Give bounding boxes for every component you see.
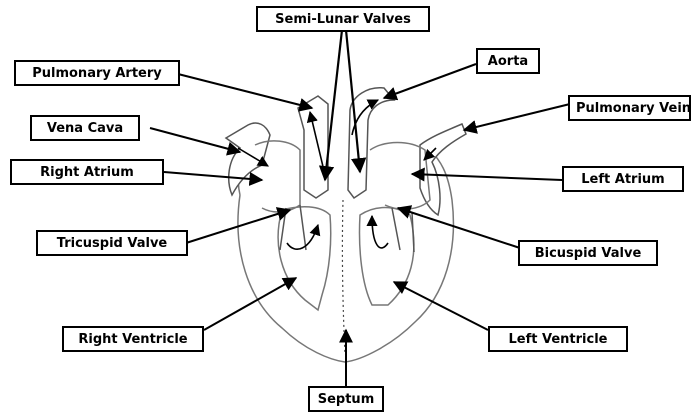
septum-line xyxy=(342,200,345,355)
leader-left-ventricle xyxy=(394,282,488,330)
label-bicuspid-valve: Bicuspid Valve xyxy=(518,240,658,266)
label-vena-cava: Vena Cava xyxy=(30,115,140,141)
bicuspid-valve-flaps xyxy=(392,208,414,252)
label-right-atrium: Right Atrium xyxy=(10,159,164,185)
right-ventricle-chamber xyxy=(278,207,331,310)
label-semi-lunar-valves: Semi-Lunar Valves xyxy=(256,6,430,32)
leader-vena-cava xyxy=(150,128,240,152)
vena-cava-vessel xyxy=(226,123,270,195)
label-aorta: Aorta xyxy=(476,48,540,74)
left-ventricle-chamber xyxy=(360,208,414,306)
label-right-ventricle: Right Ventricle xyxy=(62,326,204,352)
leader-pulmonary-artery xyxy=(178,74,312,108)
leader-bicuspid-valve xyxy=(398,208,520,248)
flow-arrow-bicuspid xyxy=(372,216,388,248)
leader-aorta xyxy=(384,64,476,98)
label-septum: Septum xyxy=(308,386,384,412)
label-tricuspid-valve: Tricuspid Valve xyxy=(36,230,188,256)
label-left-atrium: Left Atrium xyxy=(562,166,684,192)
label-pulmonary-artery: Pulmonary Artery xyxy=(14,60,180,86)
label-pulmonary-vein: Pulmonary Vein xyxy=(568,95,691,121)
label-left-ventricle: Left Ventricle xyxy=(488,326,628,352)
leader-pulmonary-vein xyxy=(464,104,570,130)
pulmonary-artery-vessel xyxy=(298,96,328,198)
